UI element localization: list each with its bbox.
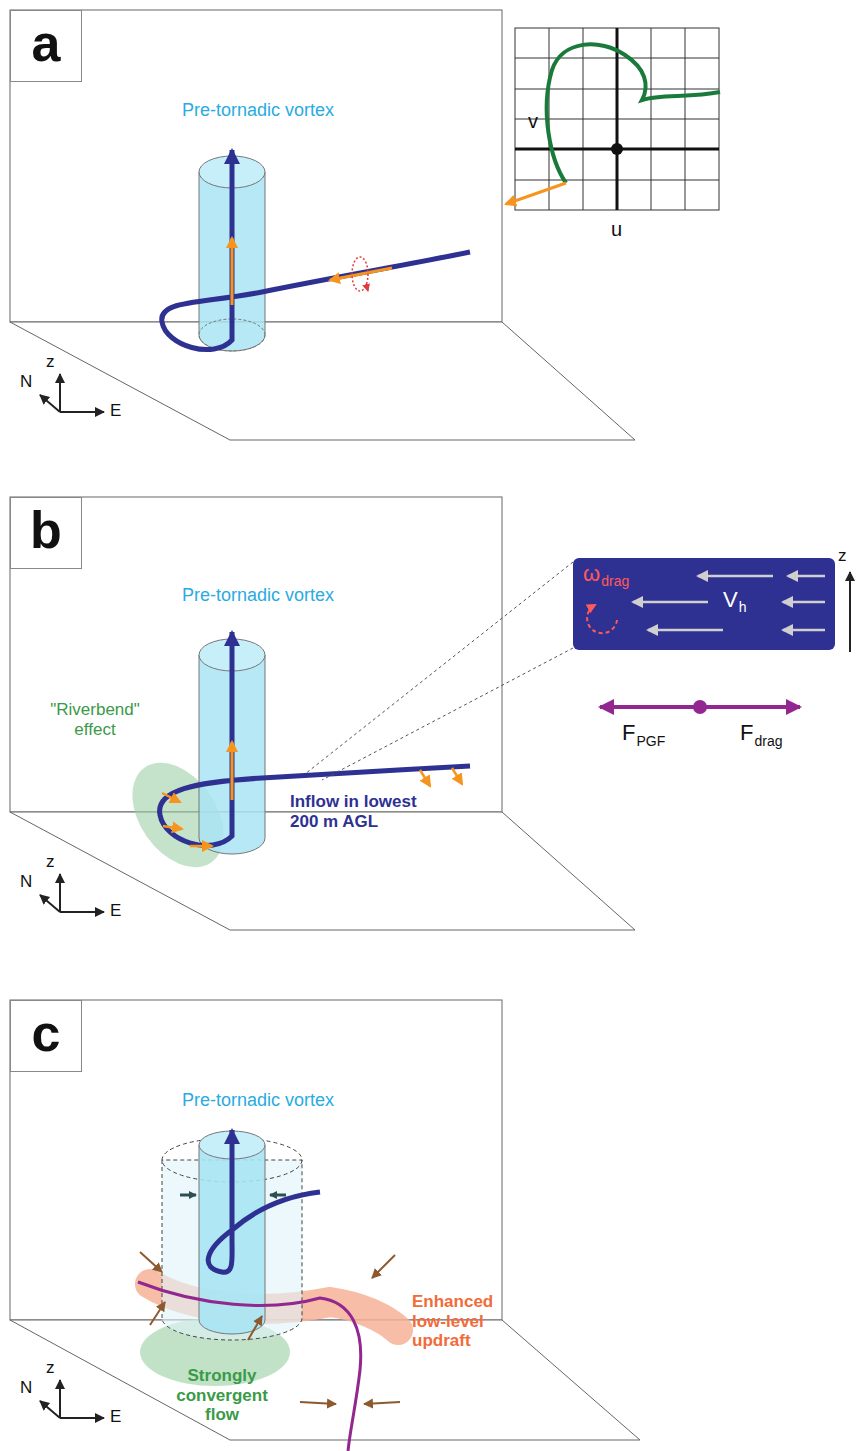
axis-label: v xyxy=(528,110,538,133)
panel-c xyxy=(10,1000,640,1451)
compass-label: z xyxy=(46,1358,55,1378)
axis-label: u xyxy=(611,218,622,241)
panel-letter-box: b xyxy=(10,497,82,569)
compass-label: N xyxy=(20,372,32,392)
panel-b xyxy=(10,497,850,930)
updraft-label: Enhanced low-level updraft xyxy=(412,1292,527,1351)
panel-heading: Pre-tornadic vortex xyxy=(182,100,334,121)
compass-label: N xyxy=(20,1378,32,1398)
compass-label: N xyxy=(20,872,32,892)
compass-label: z xyxy=(46,352,55,372)
convergence-label: Strongly convergent flow xyxy=(172,1366,272,1425)
panel-letter: c xyxy=(32,1007,61,1059)
compass-label: E xyxy=(110,401,121,421)
force-label: F xyxy=(622,720,635,745)
zoom-inset: ωdragVh xyxy=(573,558,835,650)
vorticity-symbol: ω xyxy=(583,562,600,586)
panel-a xyxy=(10,10,720,440)
panel-letter-box: c xyxy=(10,1000,82,1072)
panel-heading: Pre-tornadic vortex xyxy=(182,1090,334,1111)
inset-flow-arrows xyxy=(573,558,835,650)
panel-letter: a xyxy=(32,17,61,69)
force-subscript: drag xyxy=(754,733,782,749)
inflow-label: Inflow in lowest 200 m AGL xyxy=(290,792,440,831)
velocity-symbol: V xyxy=(723,588,738,612)
compass-label: E xyxy=(110,1407,121,1427)
panel-heading: Pre-tornadic vortex xyxy=(182,585,334,606)
vorticity-subscript: drag xyxy=(601,574,629,589)
velocity-subscript: h xyxy=(739,600,747,615)
force-subscript: PGF xyxy=(636,733,665,749)
compass-label: z xyxy=(46,852,55,872)
axis-label: z xyxy=(838,546,847,566)
force-label: F xyxy=(740,720,753,745)
compass-label: E xyxy=(110,901,121,921)
effect-label: "Riverbend" effect xyxy=(35,700,155,739)
panel-letter-box: a xyxy=(10,10,82,82)
panel-letter: b xyxy=(30,504,62,556)
